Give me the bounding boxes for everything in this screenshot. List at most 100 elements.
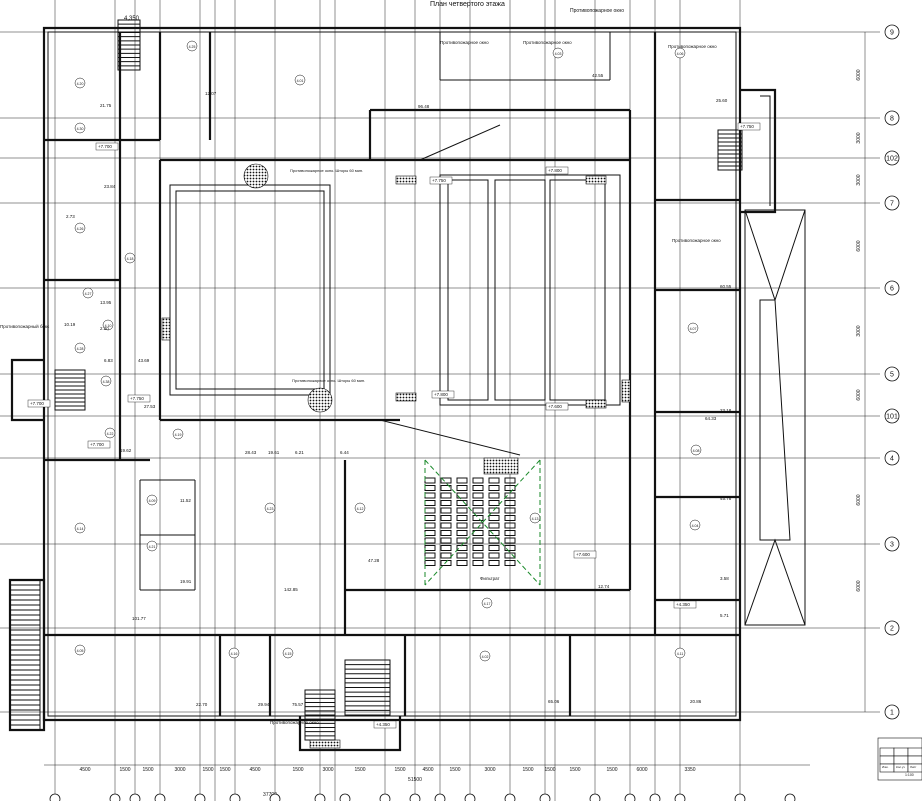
area-label: 21.75 bbox=[100, 103, 112, 108]
seat bbox=[424, 560, 436, 566]
seat bbox=[472, 552, 484, 559]
stamp-label: Изм. bbox=[882, 765, 889, 769]
bottom-dimension: 3350 bbox=[684, 767, 695, 773]
note: Противопожарное окно bbox=[440, 40, 489, 45]
room-number: 4.06 bbox=[677, 52, 684, 56]
roof-triangles bbox=[744, 209, 806, 626]
axis-bubble bbox=[194, 793, 206, 801]
area-label: 25.60 bbox=[716, 98, 728, 103]
level-marks: +7.700+7.750+7.800+7.600+4.350+7.700+7.7… bbox=[27, 122, 761, 729]
seat bbox=[456, 507, 468, 514]
seat bbox=[440, 477, 452, 484]
seat bbox=[504, 522, 516, 529]
axis-bubble bbox=[539, 793, 551, 801]
seat bbox=[440, 552, 452, 559]
room-number: 4.28 bbox=[77, 347, 84, 351]
seat bbox=[424, 507, 436, 514]
axis-bubble bbox=[884, 620, 900, 636]
seat bbox=[424, 530, 436, 536]
room-number: 4.07 bbox=[690, 327, 697, 331]
area-label: 29.94 bbox=[258, 702, 270, 707]
area-label: 11.52 bbox=[180, 498, 191, 503]
bottom-dimension: 3000 bbox=[174, 767, 185, 773]
bottom-dimension: 6000 bbox=[636, 767, 647, 773]
seat bbox=[456, 485, 468, 491]
axis-bubble bbox=[884, 195, 900, 211]
seat bbox=[504, 552, 516, 559]
axis-bubble bbox=[109, 793, 121, 801]
area-label: 12.74 bbox=[598, 584, 610, 589]
room-number: 4.30 bbox=[77, 127, 84, 131]
bottom-dimension: 3000 bbox=[322, 767, 333, 773]
seat bbox=[440, 492, 452, 499]
right-dimension: 6000 bbox=[856, 494, 862, 505]
seat bbox=[456, 492, 468, 499]
room-number: 4.23 bbox=[267, 507, 274, 511]
seat bbox=[488, 552, 500, 559]
axis-label: 102 bbox=[886, 156, 898, 163]
right-dimension: 6000 bbox=[856, 240, 862, 251]
room-number: 4.27 bbox=[85, 292, 92, 296]
room-number: 4.21 bbox=[149, 545, 156, 549]
seat bbox=[456, 560, 468, 566]
seat bbox=[424, 485, 436, 491]
room-number: 4.18 bbox=[127, 257, 134, 261]
axis-bubble bbox=[884, 110, 900, 126]
area-label: 65.06 bbox=[548, 699, 560, 704]
axis-bubble bbox=[589, 793, 601, 801]
level-mark: +7.600 bbox=[548, 404, 562, 409]
axis-label: 4 bbox=[890, 456, 894, 463]
right-dimension: 6000 bbox=[856, 69, 862, 80]
area-label: 45.78 bbox=[720, 496, 732, 501]
area-label: 19.91 bbox=[180, 579, 192, 584]
bottom-dimension: 1500 bbox=[202, 767, 213, 773]
area-label: 2.20 bbox=[100, 326, 109, 331]
axis-bubble bbox=[624, 793, 636, 801]
room-number: 4.15 bbox=[285, 652, 292, 656]
seat bbox=[424, 545, 436, 551]
bottom-dimension: 1500 bbox=[119, 767, 130, 773]
seat bbox=[488, 515, 500, 521]
seat bbox=[472, 515, 484, 521]
note: Противопожарное окно bbox=[523, 40, 572, 45]
axis-bubble bbox=[409, 793, 421, 801]
seat bbox=[424, 500, 436, 506]
room-number: 4.19 bbox=[175, 433, 182, 437]
area-label: 6.44 bbox=[340, 450, 349, 455]
bottom-dimension: 1500 bbox=[219, 767, 230, 773]
seat bbox=[472, 560, 484, 566]
auditorium-seating bbox=[424, 477, 516, 566]
bottom-axis-markers bbox=[49, 793, 796, 801]
seat bbox=[488, 477, 500, 484]
note: Фильтрат bbox=[480, 576, 500, 581]
room-number: 4.10 bbox=[105, 324, 112, 328]
seat bbox=[456, 537, 468, 544]
seat bbox=[472, 477, 484, 484]
stamp-scale: 1:100 bbox=[905, 773, 914, 777]
seat bbox=[488, 507, 500, 514]
area-label: 96.48 bbox=[418, 104, 430, 109]
stamp-label: Кол.уч bbox=[896, 765, 905, 769]
axis-bubble bbox=[884, 24, 900, 40]
note: Противопожарное окно. Шторы 60 мин. bbox=[290, 168, 363, 173]
area-label: 47.28 bbox=[368, 558, 380, 563]
bottom-dimension: 1500 bbox=[606, 767, 617, 773]
seat bbox=[440, 545, 452, 551]
note: Противопожарное окно. Шторы 60 мин. bbox=[292, 378, 365, 383]
area-labels: 21.7512.0796.4842.5525.6023.842.7313.951… bbox=[64, 73, 732, 707]
seat bbox=[456, 500, 468, 506]
axis-bubble bbox=[884, 280, 900, 296]
seat bbox=[472, 507, 484, 514]
bottom-dimension: 1500 bbox=[394, 767, 405, 773]
bottom-total: 51500 bbox=[408, 777, 422, 783]
axis-bubble bbox=[884, 150, 900, 166]
area-label: 75.57 bbox=[292, 702, 304, 707]
area-label: 19.62 bbox=[120, 448, 132, 453]
stairs bbox=[9, 19, 743, 741]
axis-bubble bbox=[649, 793, 661, 801]
room-number: 4.03 bbox=[555, 52, 562, 56]
axis-bubble bbox=[154, 793, 166, 801]
